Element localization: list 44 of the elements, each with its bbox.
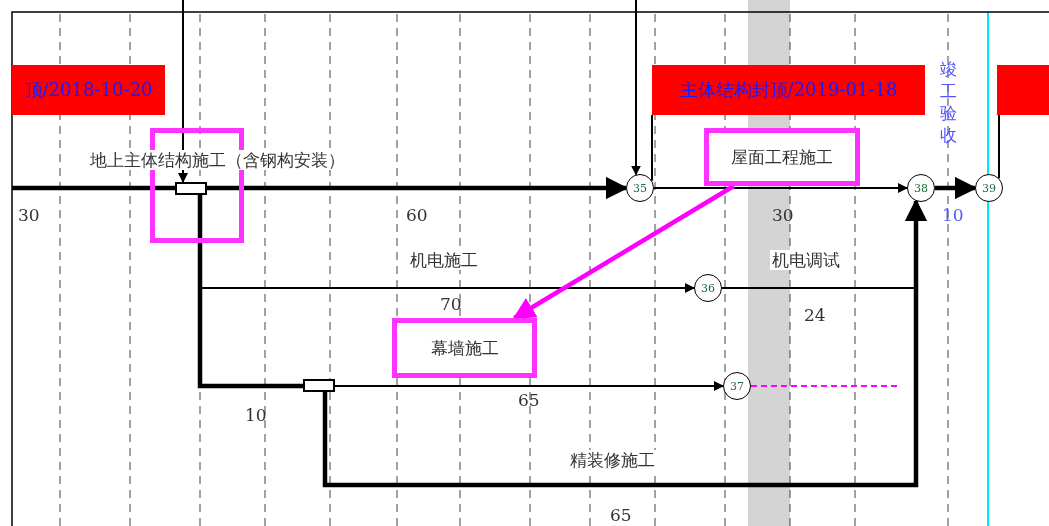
arrow <box>322 198 928 488</box>
milestone-banner <box>12 65 165 115</box>
arrow <box>631 0 641 176</box>
duration-label: 65 <box>517 390 541 410</box>
event-circle <box>975 174 1003 202</box>
duration-label: 70 <box>439 294 463 314</box>
arrow <box>334 381 724 391</box>
duration-label: 10 <box>941 205 965 225</box>
milestone-banner <box>652 65 925 115</box>
arrow <box>512 184 735 320</box>
event-circle <box>626 174 654 202</box>
milestone-text: 顶/2018-10-20 <box>24 78 153 102</box>
connector-line <box>197 195 303 389</box>
milestone-text: 主体结构封顶/2019-01-18 <box>679 78 898 102</box>
duration-label: 30 <box>17 205 41 225</box>
highlight-box <box>704 128 860 186</box>
event-number: 38 <box>914 181 928 195</box>
milestone-banner <box>997 65 1049 115</box>
milestone-marker <box>175 182 207 195</box>
arrow <box>178 0 188 183</box>
edge-label: 精装修施工 <box>568 450 657 470</box>
arrow <box>653 183 908 193</box>
activity-name: 屋面工程施工 <box>731 145 833 169</box>
activity-name: 幕墙施工 <box>430 336 499 360</box>
event-circle <box>907 174 935 202</box>
edge-label: 机电调试 <box>770 250 842 270</box>
edge-label: 机电施工 <box>408 250 480 270</box>
duration-label: 65 <box>609 505 633 525</box>
event-circle <box>694 274 722 302</box>
event-circle <box>723 372 751 400</box>
connector-line <box>12 185 175 191</box>
milestone-marker <box>303 379 335 392</box>
event-number: 36 <box>701 281 715 295</box>
duration-label: 60 <box>405 205 429 225</box>
connector-line <box>651 114 653 182</box>
duration-label: 30 <box>771 205 795 225</box>
duration-label: 24 <box>803 305 827 325</box>
event-number: 39 <box>982 181 996 195</box>
event-number: 35 <box>633 181 647 195</box>
duration-label: 10 <box>244 405 268 425</box>
edge-label: 竣工验收 <box>938 58 958 146</box>
connector-line <box>998 114 1000 180</box>
event-number: 37 <box>730 379 744 393</box>
highlight-box <box>392 318 537 378</box>
